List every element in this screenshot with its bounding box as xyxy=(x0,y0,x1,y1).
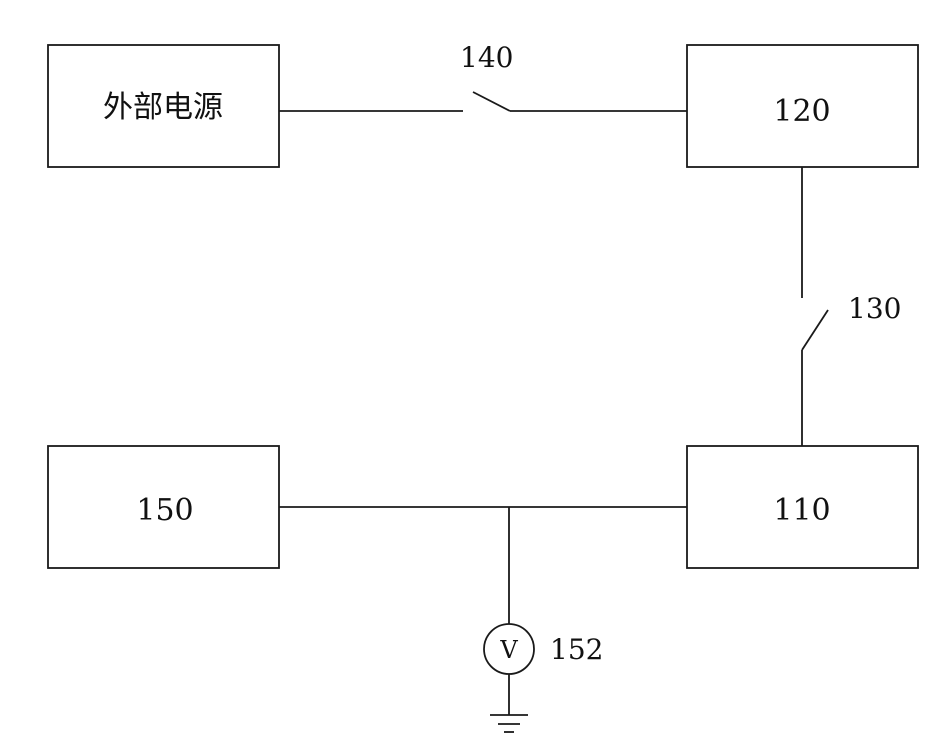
switch-130-icon xyxy=(802,310,828,350)
switch-140-icon xyxy=(473,92,510,111)
block-external-power: 外部电源 xyxy=(48,45,279,167)
block-110-label: 110 xyxy=(773,493,830,528)
voltmeter-152-label: 152 xyxy=(550,633,603,666)
block-150: 150 xyxy=(48,446,279,568)
ground-icon xyxy=(490,674,528,732)
voltmeter-icon: V xyxy=(484,624,534,674)
voltmeter-symbol: V xyxy=(499,636,518,664)
switch-140-label: 140 xyxy=(460,41,513,74)
block-110: 110 xyxy=(687,446,918,568)
block-120-label: 120 xyxy=(773,94,830,129)
block-120: 120 xyxy=(687,45,918,167)
block-150-label: 150 xyxy=(136,493,193,528)
switch-130-label: 130 xyxy=(848,292,901,325)
wire-bottom xyxy=(279,507,687,624)
block-external-power-label: 外部电源 xyxy=(103,90,223,125)
